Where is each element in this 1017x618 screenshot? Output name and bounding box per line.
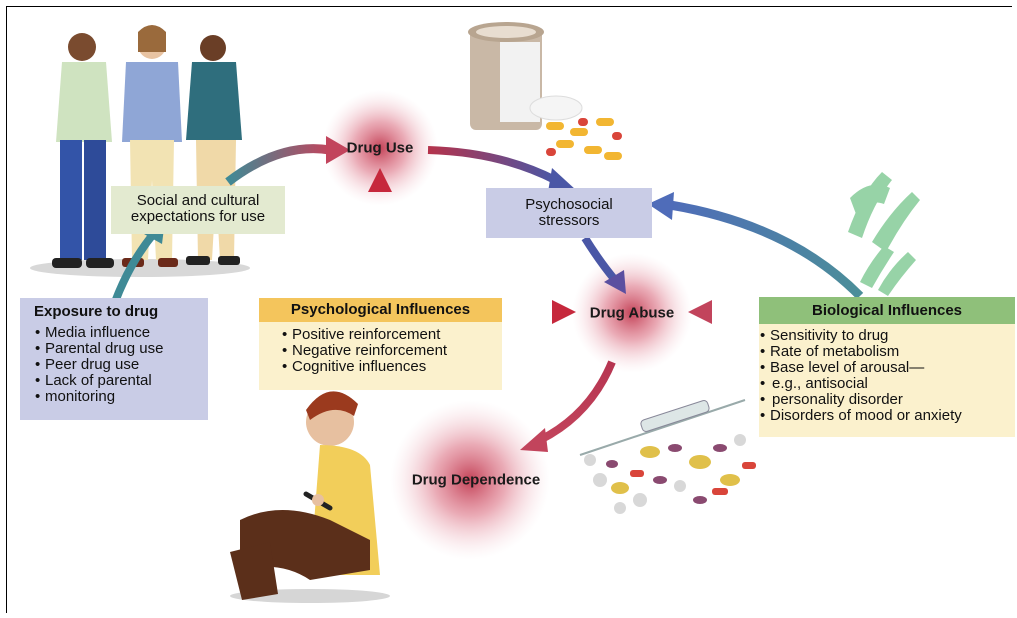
psychological-list: Positive reinforcement Negative reinforc… (259, 322, 502, 376)
biological-item-continuation: e.g., antisocial (759, 376, 1015, 393)
arrow-social-to-drug-use-head (326, 136, 350, 164)
psychosocial-stressors-line2: stressors (538, 212, 600, 229)
biological-influences-box: Biological Influences Sensitivity to dru… (759, 297, 1015, 437)
social-expectations-line1: Social and cultural (136, 192, 260, 209)
diagram-frame (6, 6, 1012, 613)
drug-dependence-glow (390, 400, 550, 560)
biological-item: Disorders of mood or anxiety (759, 408, 1015, 425)
biological-influences-title: Biological Influences (759, 297, 1015, 324)
biological-list: Sensitivity to drug Rate of metabolism B… (759, 324, 1015, 425)
biological-item-continuation: personality disorder (759, 392, 1015, 409)
arrow-drug-abuse-to-dependence (538, 360, 616, 444)
drug-dependence-label: Drug Dependence (411, 471, 541, 489)
drug-use-glow (322, 90, 438, 206)
syringe-and-pills (579, 399, 756, 514)
biological-item: Base level of arousal— (759, 360, 1015, 377)
psychological-item: Cognitive influences (281, 359, 502, 376)
psychological-influences-title: Psychological Influences (259, 298, 502, 322)
sitting-person-injecting (230, 391, 390, 603)
arrow-drug-use-to-stressors-head (548, 168, 576, 192)
biological-item: Rate of metabolism (759, 344, 1015, 361)
group-of-people (30, 25, 250, 277)
exposure-item: Lack of parental (34, 373, 200, 390)
arrow-social-to-drug-use (225, 144, 331, 186)
psychological-item: Negative reinforcement (281, 343, 502, 360)
arrow-biological-to-stressors (669, 200, 864, 300)
drug-use-label: Drug Use (346, 139, 414, 157)
psychological-influences-box: Psychological Influences Positive reinfo… (259, 298, 502, 390)
social-expectations-line2: expectations for use (130, 208, 266, 225)
exposure-title: Exposure to drug (34, 303, 159, 320)
drug-abuse-glow (572, 253, 692, 373)
biological-item: Sensitivity to drug (759, 328, 1015, 345)
exposure-item: Parental drug use (34, 341, 200, 358)
chromosomes (848, 172, 920, 296)
social-expectations-box: Social and cultural expectations for use (111, 186, 285, 234)
exposure-item: Peer drug use (34, 357, 200, 374)
arrow-psych-to-drug-abuse-head (552, 300, 576, 324)
psychosocial-stressors-box: Psychosocial stressors (486, 188, 652, 238)
exposure-box: Exposure to drug Media influence Parenta… (20, 298, 208, 420)
exposure-item: Media influence (34, 325, 200, 342)
arrow-stressors-to-drug-abuse-head (604, 270, 626, 294)
psychological-item: Positive reinforcement (281, 327, 502, 344)
exposure-list: Media influence Parental drug use Peer d… (34, 325, 200, 406)
arrow-biological-to-stressors-head (648, 192, 674, 220)
drug-abuse-label: Drug Abuse (589, 304, 675, 322)
arrow-exposure-to-social (111, 229, 159, 304)
arrow-drug-use-to-stressors (427, 146, 557, 184)
arrow-biological-to-drug-abuse-head (688, 300, 712, 324)
arrow-psych-to-drug-use-head (368, 168, 392, 192)
psychosocial-stressors-line1: Psychosocial (525, 196, 613, 213)
pill-bottle (468, 22, 622, 160)
exposure-item-continuation: monitoring (34, 389, 200, 406)
arrow-drug-abuse-to-dependence-head (520, 428, 548, 452)
